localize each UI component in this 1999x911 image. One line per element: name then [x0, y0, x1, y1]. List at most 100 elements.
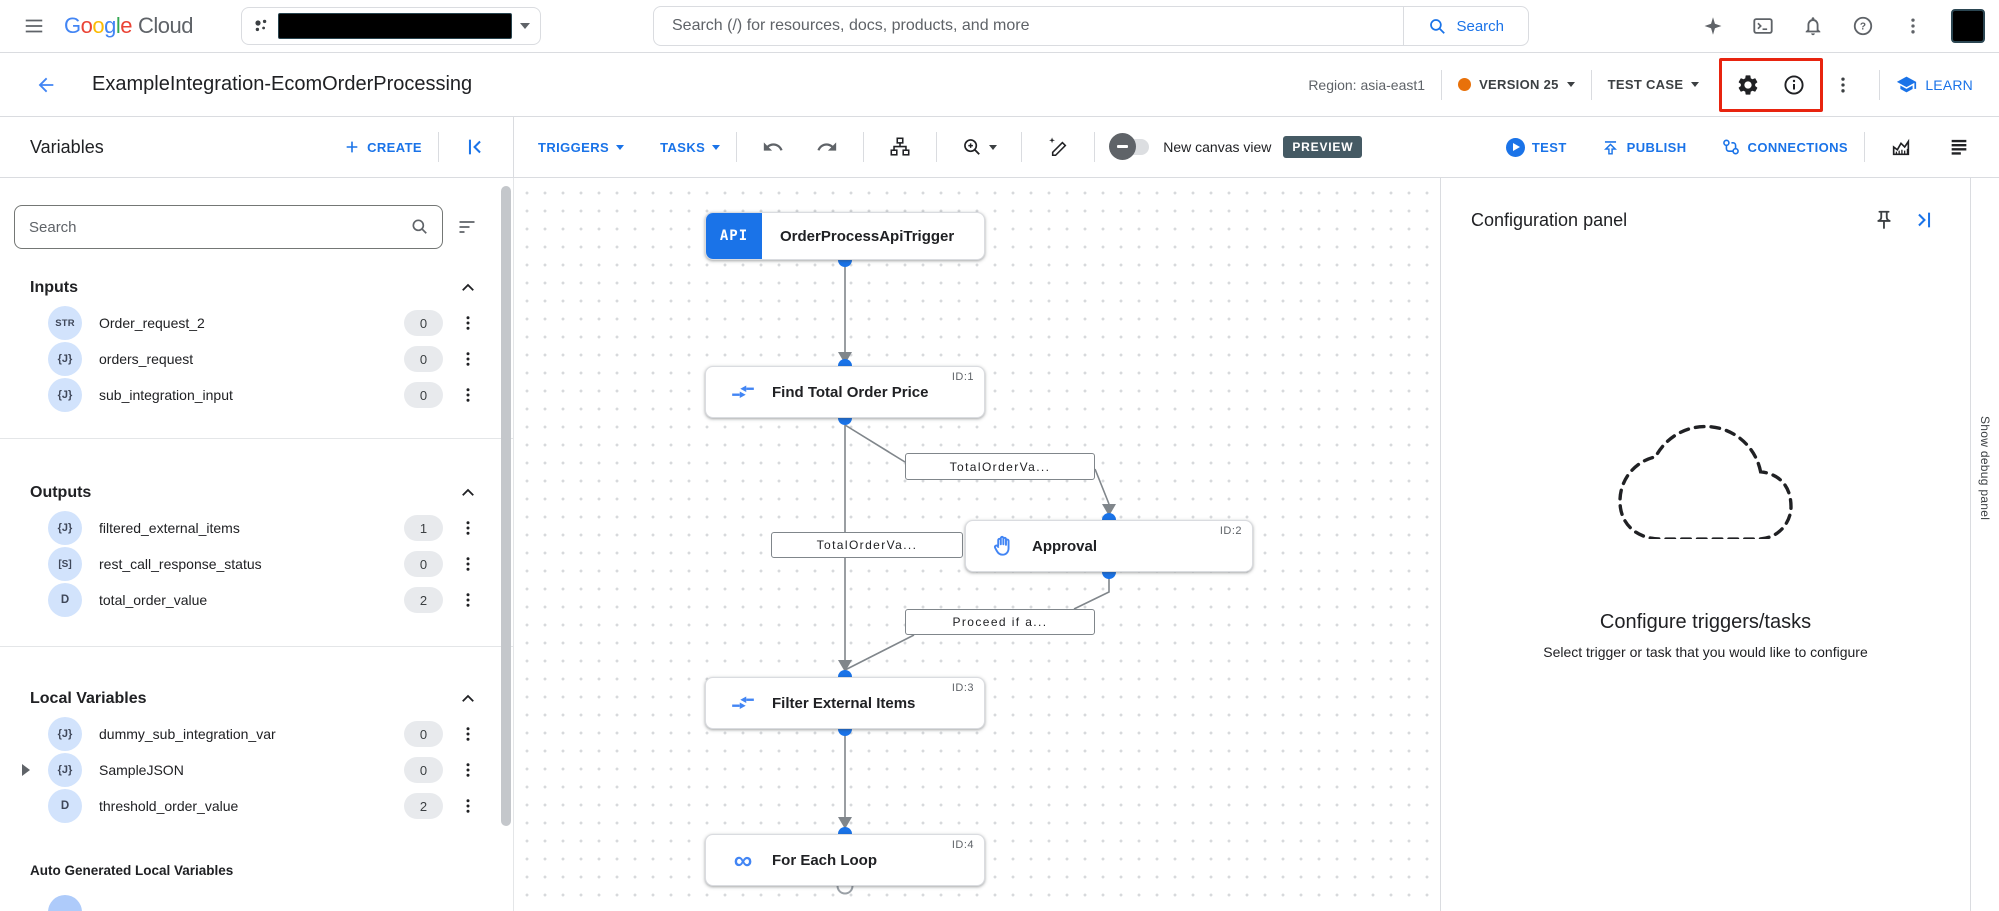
test-case-dropdown[interactable]: TEST CASE [1608, 77, 1700, 92]
logo-letter: g [104, 13, 116, 38]
variable-menu-button[interactable] [457, 519, 479, 537]
divider [736, 132, 738, 162]
kebab-menu-icon [1903, 16, 1923, 36]
variable-count-badge: 0 [404, 721, 443, 747]
connections-button[interactable]: CONNECTIONS [1721, 137, 1848, 157]
region-label: Region: asia-east1 [1308, 76, 1426, 93]
task-label: Find Total Order Price [772, 383, 929, 401]
redo-button[interactable] [807, 127, 847, 167]
variable-row-orders-request[interactable]: {J} orders_request 0 [0, 341, 513, 377]
chevron-down-icon [989, 144, 998, 150]
task-id-label: ID:2 [1219, 525, 1242, 537]
variable-menu-button[interactable] [457, 314, 479, 332]
edge-label-totalorderva-1[interactable]: TotalOrderVa... [905, 453, 1095, 480]
bell-icon [1802, 15, 1824, 37]
collapse-variables-panel-button[interactable] [455, 127, 495, 167]
auto-layout-button[interactable] [880, 127, 920, 167]
variable-row-rest-call-response-status[interactable]: [S] rest_call_response_status 0 [0, 546, 513, 582]
edge-label-totalorderva-2[interactable]: TotalOrderVa... [771, 532, 963, 558]
variable-type-badge: STR [48, 306, 82, 340]
flow-canvas[interactable]: API OrderProcessApiTrigger ID:1 Find Tot… [514, 178, 1440, 911]
logs-button[interactable] [1939, 127, 1979, 167]
triggers-dropdown[interactable]: TRIGGERS [538, 140, 625, 155]
global-search-input[interactable] [654, 17, 1404, 35]
undo-button[interactable] [753, 127, 793, 167]
global-search-button[interactable]: Search [1403, 7, 1528, 45]
publish-label: PUBLISH [1626, 139, 1687, 155]
trigger-node-orderprocessapitrigger[interactable]: API OrderProcessApiTrigger [705, 212, 985, 260]
expand-arrow-icon[interactable] [22, 764, 30, 776]
chevron-up-icon[interactable] [459, 279, 477, 297]
divider [1590, 69, 1592, 100]
zoom-dropdown[interactable] [953, 127, 1005, 167]
chevron-up-icon[interactable] [459, 690, 477, 708]
create-variable-button[interactable]: CREATE [344, 139, 422, 155]
task-node-for-each-loop[interactable]: ID:4 ∞ For Each Loop [705, 834, 985, 886]
show-debug-panel-tab[interactable]: Show debug panel [1970, 178, 1999, 911]
create-label: CREATE [367, 139, 422, 155]
back-button[interactable] [26, 65, 66, 105]
topbar-more-button[interactable] [1893, 6, 1933, 46]
pin-panel-button[interactable] [1864, 200, 1904, 240]
variable-row-sub-integration-input[interactable]: {J} sub_integration_input 0 [0, 377, 513, 413]
variable-menu-button[interactable] [457, 797, 479, 815]
project-selector[interactable] [241, 7, 541, 45]
metrics-button[interactable] [1881, 127, 1921, 167]
task-node-filter-external-items[interactable]: ID:3 Filter External Items [705, 677, 985, 729]
variable-menu-button[interactable] [457, 555, 479, 573]
test-button[interactable]: TEST [1505, 137, 1567, 157]
learn-button[interactable]: LEARN [1896, 74, 1973, 95]
main-menu-button[interactable] [14, 6, 54, 46]
variable-menu-button[interactable] [457, 386, 479, 404]
variable-row-total-order-value[interactable]: D total_order_value 2 [0, 582, 513, 618]
main-area: Inputs STR Order_request_2 0 {J} orders_… [0, 178, 1999, 911]
approval-hand-icon [988, 533, 1018, 560]
tasks-dropdown[interactable]: TASKS [660, 139, 721, 155]
connections-label: CONNECTIONS [1747, 139, 1848, 155]
school-icon [1896, 74, 1917, 95]
gemini-button[interactable] [1693, 6, 1733, 46]
integration-settings-button[interactable] [1728, 65, 1768, 105]
variables-search-input[interactable] [29, 218, 410, 236]
task-node-approval[interactable]: ID:2 Approval [965, 520, 1253, 572]
edge-label-proceed-if[interactable]: Proceed if a... [905, 609, 1095, 635]
task-label: For Each Loop [772, 851, 877, 869]
variable-row-threshold-order-value[interactable]: D threshold_order_value 2 [0, 788, 513, 824]
variable-row-samplejson[interactable]: {J} SampleJSON 0 [0, 752, 513, 788]
section-title: Inputs [30, 279, 78, 296]
variable-menu-button[interactable] [457, 761, 479, 779]
collapse-panel-button[interactable] [1904, 200, 1944, 240]
new-canvas-view-toggle[interactable] [1109, 133, 1150, 160]
variable-type-badge: [S] [48, 547, 82, 581]
plus-icon [344, 139, 360, 155]
sort-filter-icon[interactable] [457, 217, 477, 237]
play-icon [1505, 137, 1525, 157]
cloud-shell-button[interactable] [1743, 6, 1783, 46]
account-avatar[interactable] [1951, 9, 1985, 43]
variable-type-badge: D [48, 583, 82, 617]
inputs-list: STR Order_request_2 0 {J} orders_request… [0, 305, 513, 413]
sidebar-scrollbar[interactable] [501, 186, 511, 826]
tasks-label: TASKS [660, 139, 706, 155]
chevron-down-icon [712, 144, 721, 150]
dashed-cloud-icon [1441, 404, 1970, 539]
variable-row-order-request-2[interactable]: STR Order_request_2 0 [0, 305, 513, 341]
task-node-find-total-order-price[interactable]: ID:1 Find Total Order Price [705, 366, 985, 418]
help-button[interactable]: ? [1843, 6, 1883, 46]
test-case-label: TEST CASE [1607, 77, 1684, 92]
publish-button[interactable]: PUBLISH [1601, 138, 1687, 157]
variable-row-filtered-external-items[interactable]: {J} filtered_external_items 1 [0, 510, 513, 546]
section-header-local-variables: Local Variables [30, 687, 477, 711]
magic-edit-button[interactable] [1038, 127, 1078, 167]
variable-menu-button[interactable] [457, 591, 479, 609]
variable-menu-button[interactable] [457, 350, 479, 368]
version-dropdown[interactable]: VERSION 25 [1458, 77, 1575, 92]
notifications-button[interactable] [1793, 6, 1833, 46]
chevron-up-icon[interactable] [459, 484, 477, 502]
variable-menu-button[interactable] [457, 725, 479, 743]
question-mark-icon: ? [1852, 15, 1874, 37]
integration-info-button[interactable] [1774, 65, 1814, 105]
variable-row-dummy-sub-integration-var[interactable]: {J} dummy_sub_integration_var 0 [0, 716, 513, 752]
header-more-button[interactable] [1823, 65, 1863, 105]
